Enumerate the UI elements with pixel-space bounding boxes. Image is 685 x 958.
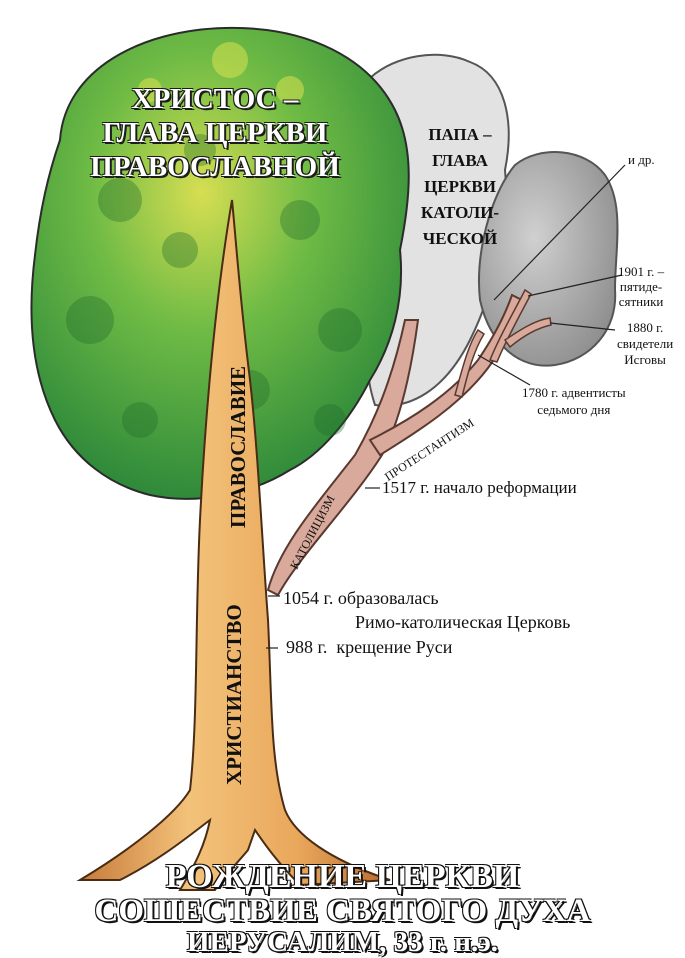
crown-title-line3: ПРАВОСЛАВНОЙ [60, 150, 370, 184]
footer-line1: РОЖДЕНИЕ ЦЕРКВИ [0, 860, 685, 894]
label-adventists: 1780 г. адвентисты седьмого дня [522, 384, 626, 418]
crown-title-line1: ХРИСТОС – [60, 82, 370, 116]
label-pentecostals: 1901 г. – пятиде- сятники [618, 264, 664, 309]
footer-line2: СОШЕСТВИЕ СВЯТОГО ДУХА [0, 895, 685, 928]
adventists-line1: 1780 г. адвентисты [522, 384, 626, 401]
crown-title: ХРИСТОС – ГЛАВА ЦЕРКВИ ПРАВОСЛАВНОЙ [60, 82, 370, 184]
schism-line1: 1054 г. образовалась [283, 586, 570, 610]
adventists-line2: седьмого дня [522, 401, 626, 418]
footer-line3: ИЕРУСАЛИМ, 33 г. н.э. [0, 928, 685, 957]
trunk-label-christianity: ХРИСТИАНСТВО [222, 604, 247, 785]
pope-line5: ЧЕСКОЙ [412, 226, 508, 252]
pope-line3: ЦЕРКВИ [412, 174, 508, 200]
label-schism: 1054 г. образовалась Римо-католическая Ц… [283, 586, 570, 634]
crown-title-line2: ГЛАВА ЦЕРКВИ [60, 116, 370, 150]
pope-label: ПАПА – ГЛАВА ЦЕРКВИ КАТОЛИ- ЧЕСКОЙ [412, 122, 508, 252]
schism-line2: Римо-католическая Церковь [283, 610, 570, 634]
jehovah-line2: свидетели [617, 336, 673, 352]
jehovah-line3: Исговы [617, 352, 673, 368]
jehovah-line1: 1880 г. [617, 320, 673, 336]
label-baptism: 988 г. крещение Руси [286, 637, 452, 658]
pope-line1: ПАПА – [412, 122, 508, 148]
pentecostals-line2: пятиде- [618, 279, 664, 294]
label-and-others: и др. [628, 152, 655, 168]
pope-line4: КАТОЛИ- [412, 200, 508, 226]
label-jehovah: 1880 г. свидетели Исговы [617, 320, 673, 368]
pope-line2: ГЛАВА [412, 148, 508, 174]
trunk-label-orthodoxy: ПРАВОСЛАВИЕ [226, 366, 251, 528]
pentecostals-line3: сятники [618, 294, 664, 309]
pentecostals-line1: 1901 г. – [618, 264, 664, 279]
label-reformation: 1517 г. начало реформации [382, 478, 577, 498]
